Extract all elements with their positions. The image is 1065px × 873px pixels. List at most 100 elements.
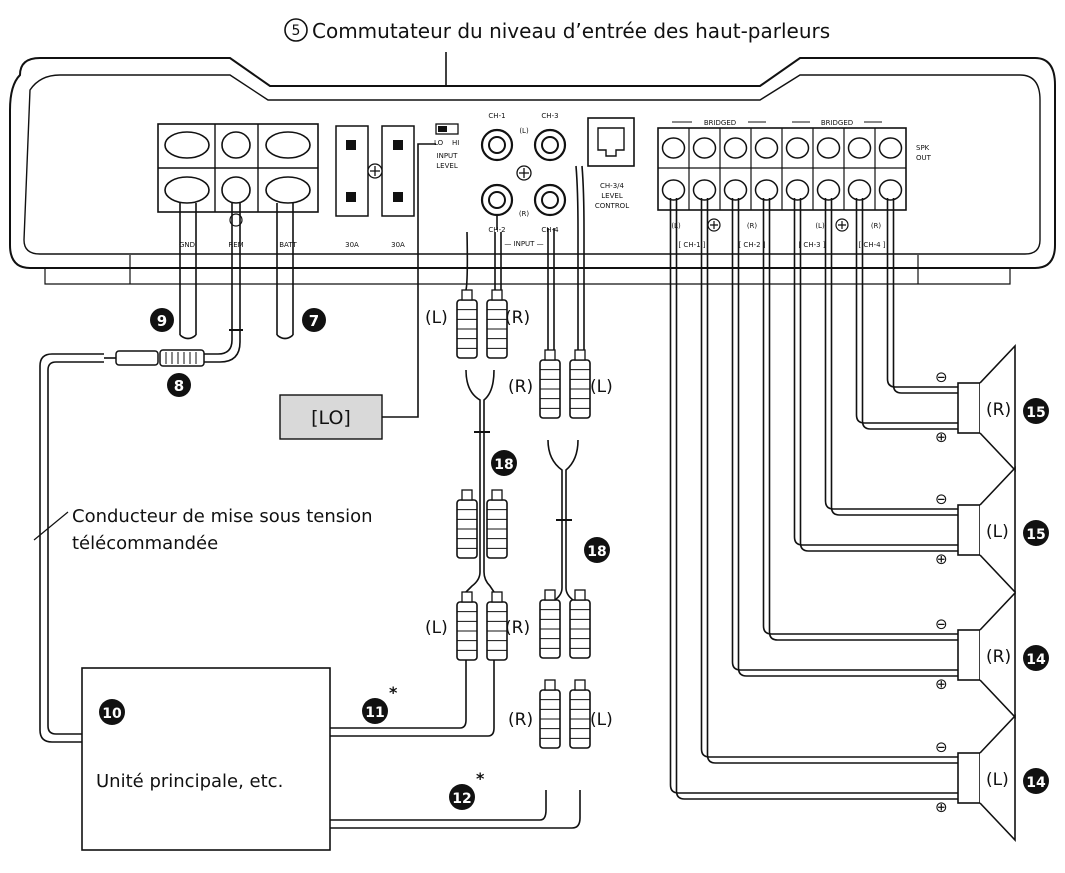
battery-wire: [276, 203, 294, 335]
speaker-wire: [830, 198, 958, 516]
rca-plug: [539, 349, 561, 419]
terminal-screw: [692, 179, 717, 201]
asterisk-12: *: [476, 769, 485, 788]
spk-ch2-label: [ CH-2 ]: [738, 241, 765, 249]
rca-ch4-label: CH-4: [541, 226, 559, 234]
svg-text:12: 12: [452, 791, 471, 807]
label-rem: REM: [228, 241, 243, 249]
svg-text:11: 11: [365, 705, 384, 721]
speaker-cone: [979, 465, 1016, 595]
terminal-screw: [878, 179, 903, 201]
speaker-plus-icon: ⊕: [935, 675, 948, 693]
rca-plug: [456, 289, 478, 359]
remote-lead-line1: Conducteur de mise sous tension: [72, 506, 373, 527]
speaker-1: (R)⊖⊕15: [935, 343, 1049, 473]
speaker-magnet: [957, 752, 981, 804]
input-level-hi: HI: [452, 139, 459, 147]
badge-10: 10: [99, 699, 125, 725]
plug-label-b-l: (L): [590, 377, 613, 397]
rca-plug: [539, 589, 561, 659]
level-control-line2: LEVEL: [601, 192, 623, 200]
level-control-line1: CH-3/4: [600, 182, 624, 190]
lo-box-rect: [279, 394, 383, 440]
power-wires: [33, 203, 294, 743]
speaker-terminals: [661, 128, 903, 210]
speaker-label: (L): [986, 770, 1009, 790]
fuse-label-1: 30A: [345, 241, 359, 249]
input-level-bottom: LEVEL: [436, 162, 458, 170]
speaker-plus-icon: ⊕: [935, 428, 948, 446]
speaker-wire: [675, 198, 958, 800]
speaker-cone: [979, 343, 1016, 473]
speaker-wire: [793, 198, 958, 546]
terminal-screw: [661, 179, 686, 201]
rca-plug: [486, 289, 508, 359]
remote-lead-pointer: [33, 511, 69, 541]
svg-text:8: 8: [174, 377, 184, 395]
svg-text:10: 10: [102, 706, 122, 722]
rca-plug: [569, 349, 591, 419]
head-unit: 10 Unité principale, etc.: [81, 667, 331, 851]
speaker-magnet: [957, 629, 981, 681]
svg-text:14: 14: [1026, 775, 1046, 791]
badge-18-a: 18: [491, 450, 517, 476]
input-level-lo: LO: [434, 139, 444, 147]
speaker-label: (R): [986, 647, 1011, 667]
spk-ch3-label: [ CH-3 ]: [798, 241, 825, 249]
level-control-jack: CH-3/4 LEVEL CONTROL: [587, 117, 635, 210]
spk-out-line2: OUT: [916, 154, 932, 162]
speaker-wire: [892, 198, 958, 394]
rca-plug: [486, 489, 508, 559]
power-terminal-block: GND REM BATT: [157, 123, 319, 249]
speaker-minus-icon: ⊖: [935, 490, 948, 508]
rca-plug: [456, 591, 478, 661]
speaker-wire: [824, 198, 958, 510]
plug-label-a-l: (L): [425, 308, 448, 328]
rca-plugs: [456, 289, 591, 749]
remote-connector-female: [159, 349, 205, 367]
speaker-wire: [731, 198, 958, 671]
terminal-screw: [878, 137, 903, 159]
level-control-line3: CONTROL: [595, 202, 629, 210]
rca-ch3-label: CH-3: [541, 112, 558, 120]
badge-18-b: 18: [584, 537, 610, 563]
spk-out-line1: SPK: [916, 144, 930, 152]
speaker-plus-icon: ⊕: [935, 798, 948, 816]
plug-label-c-l: (L): [425, 618, 448, 638]
amp-feet: [129, 255, 919, 284]
speaker-cone: [979, 590, 1016, 720]
bridged-label-1: BRIDGED: [704, 119, 736, 127]
lo-pointer-line: [382, 143, 436, 418]
rca-cable-a: [330, 214, 502, 737]
plug-label-a-r: (R): [505, 308, 530, 328]
input-level-switch: LO HI INPUT LEVEL: [434, 123, 459, 170]
terminal-screw: [816, 137, 841, 159]
svg-text:15: 15: [1026, 527, 1045, 543]
speaker-3: (R)⊖⊕14: [935, 590, 1049, 720]
fuse-block: 30A 30A: [335, 125, 415, 249]
speaker-wire: [886, 198, 958, 388]
svg-text:18: 18: [587, 544, 606, 560]
rca-plug: [539, 679, 561, 749]
head-unit-box: [81, 667, 331, 851]
plug-label-d-l: (L): [590, 710, 613, 730]
terminal-screw: [723, 137, 748, 159]
spk-ch1-label: [ CH-1 ]: [678, 241, 705, 249]
speaker-terminal-block: BRIDGED BRIDGED SPK OUT (L) (R) (L) (R) …: [657, 119, 932, 249]
terminal-screw: [847, 137, 872, 159]
head-unit-label: Unité principale, etc.: [96, 771, 283, 792]
rca-input-jacks: CH-1 CH-3 (L) (R) CH-2 CH-4 — INPUT —: [480, 112, 567, 248]
rca-r-label: (R): [519, 210, 530, 218]
badge-12: 12: [449, 784, 475, 810]
rca-plug: [456, 489, 478, 559]
label-batt: BATT: [279, 241, 297, 249]
terminal-screw: [754, 137, 779, 159]
plug-label-c-r: (R): [505, 618, 530, 638]
plug-labels: (L) (R) (R) (L) (L) (R) (R) (L): [425, 308, 613, 730]
badge-8: 8: [167, 373, 191, 397]
remote-lead-line2: télécommandée: [72, 533, 218, 554]
speaker-wire: [706, 198, 958, 764]
switch-number-circle: [284, 18, 308, 42]
terminal-screw: [785, 179, 810, 201]
bridged-label-2: BRIDGED: [821, 119, 853, 127]
